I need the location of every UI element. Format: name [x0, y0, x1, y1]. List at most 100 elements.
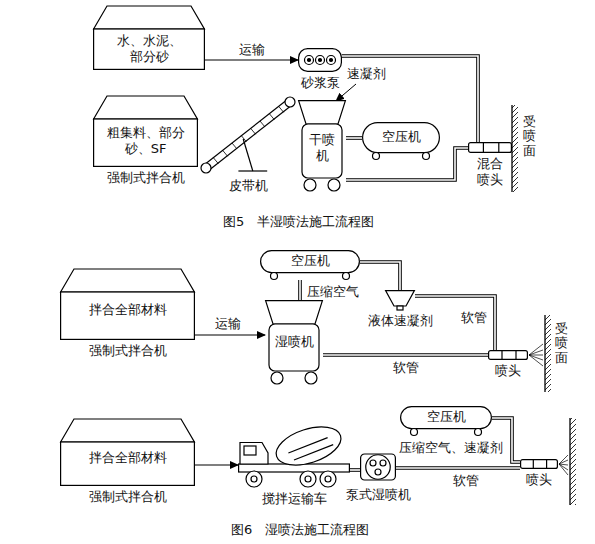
text-holder: 喷头: [495, 363, 521, 379]
edge-label: 压缩空气、速凝剂: [398, 440, 504, 456]
node-caption: 强制式拌合机: [107, 170, 185, 186]
liquid-accelerator-hopper: 液体速凝剂: [385, 290, 415, 310]
air-compressor: 空压机: [400, 406, 492, 436]
node-text: 空压机: [382, 129, 421, 145]
node-text: 干喷机: [308, 132, 336, 165]
dry-spray-machine: 干喷机: [298, 100, 346, 192]
spray-jet: [529, 344, 543, 366]
node-text: 湿喷机: [275, 334, 314, 350]
mixer-house: 拌合全部材料强制式拌合机: [60, 418, 195, 486]
text-holder: 空压机: [427, 409, 466, 425]
transport-arrow: [205, 60, 298, 61]
arrow-line: [205, 59, 298, 60]
comp-outline: [363, 123, 440, 160]
arrow-line: [195, 334, 265, 335]
text-holder: 强制式拌合机: [89, 489, 167, 505]
text-holder: 砂浆泵: [301, 75, 340, 91]
spray-nozzle: 喷头: [488, 350, 528, 360]
node-shape: [360, 450, 396, 484]
hose-pipe: [300, 280, 301, 300]
pipe-outer: [323, 353, 488, 357]
text-holder: 喷头: [526, 472, 552, 488]
nozzle-outline: [489, 351, 528, 360]
small-outline: [386, 291, 415, 310]
text-holder: 空压机: [291, 253, 330, 269]
air-compressor: 空压机: [260, 250, 360, 280]
spray-nozzle: 喷头: [520, 459, 558, 469]
figure-caption: 图5 半湿喷法施工流程图: [222, 214, 375, 230]
hopper-outline: [299, 101, 346, 191]
node-caption: 皮带机: [229, 178, 268, 194]
air-compressor: 空压机: [362, 122, 440, 160]
node-caption: 搅拌运输车: [262, 491, 327, 507]
node-shape: [520, 459, 558, 469]
pipe-inner: [323, 354, 488, 356]
node-text: 水、水泥、部分砂: [115, 33, 183, 66]
spray-surface-label: 受喷面: [522, 115, 537, 158]
arrow-line: [195, 464, 238, 465]
node-shape: [385, 290, 415, 310]
mixer-house: 拌合全部材料强制式拌合机: [60, 268, 195, 340]
edge-label: 软管: [392, 360, 420, 376]
figure-caption: 图6 湿喷法施工流程图: [230, 522, 370, 538]
transport-arrow: [195, 465, 238, 466]
node-shape: [200, 95, 296, 175]
mixer-house: 水、水泥、部分砂: [93, 5, 205, 70]
node-caption: 喷头: [495, 363, 521, 379]
mortar-pump: 砂浆泵: [298, 48, 342, 72]
node-shape: [238, 418, 350, 488]
text-holder: 混合喷头: [476, 156, 504, 189]
text-holder: 搅拌运输车: [262, 491, 327, 507]
nozzle-outline: [469, 143, 512, 153]
hose-pipe: [360, 262, 400, 290]
text-holder: 泵式湿喷机: [346, 487, 411, 503]
pipe-outer: [298, 280, 302, 300]
pipe-inner: [360, 262, 400, 290]
belt-conveyor: 皮带机: [200, 95, 296, 175]
belt-outline: [201, 97, 295, 173]
node-text: 空压机: [427, 409, 466, 425]
pump-wet-spray-machine: 泵式湿喷机: [360, 450, 396, 484]
house-outline: [61, 269, 195, 339]
hose-pipe: [350, 470, 360, 471]
text-holder: 粗集料、部分砂、SF: [105, 125, 187, 158]
pipe-outer: [350, 468, 360, 472]
transport-arrow: [195, 335, 265, 336]
pipe-inner: [346, 137, 362, 139]
text-holder: 液体速凝剂: [368, 313, 433, 329]
nozzle-outline: [521, 460, 558, 469]
pipe-outer: [346, 136, 362, 140]
wall-hatching: [570, 418, 576, 505]
node-text: 空压机: [291, 253, 330, 269]
pipe-outer: [360, 262, 400, 290]
edge-label: 运输: [214, 316, 242, 332]
comp-outline: [261, 251, 360, 280]
text-holder: 强制式拌合机: [89, 343, 167, 359]
hose-pipe: [323, 355, 488, 356]
node-caption: 砂浆泵: [301, 75, 340, 91]
mixer-house: 粗集料、部分砂、SF强制式拌合机: [93, 95, 198, 167]
spray-jet: [559, 455, 568, 475]
node-text: 粗集料、部分砂、SF: [105, 125, 187, 158]
node-text: 拌合全部材料: [89, 302, 167, 318]
text-holder: 皮带机: [229, 178, 268, 194]
edge-label: 运输: [238, 42, 266, 58]
edge-label: 压缩空气: [306, 284, 360, 300]
node-caption: 液体速凝剂: [368, 313, 433, 329]
node-caption: 喷头: [526, 472, 552, 488]
text-holder: 湿喷机: [275, 334, 314, 350]
text-holder: 空压机: [382, 129, 421, 145]
node-caption: 泵式湿喷机: [346, 487, 411, 503]
spray-surface-label: 受喷面: [554, 322, 569, 365]
mixing-nozzle: 混合喷头: [468, 142, 512, 153]
wall-hatching: [512, 105, 518, 192]
node-caption: 强制式拌合机: [89, 343, 167, 359]
node-text: 拌合全部材料: [89, 450, 167, 466]
node-caption: 强制式拌合机: [89, 489, 167, 505]
node-caption: 混合喷头: [476, 156, 504, 189]
text-holder: 强制式拌合机: [107, 170, 185, 186]
node-shape: [488, 350, 528, 360]
mixer-truck: 搅拌运输车: [238, 418, 350, 488]
truck-outline: [239, 420, 350, 487]
